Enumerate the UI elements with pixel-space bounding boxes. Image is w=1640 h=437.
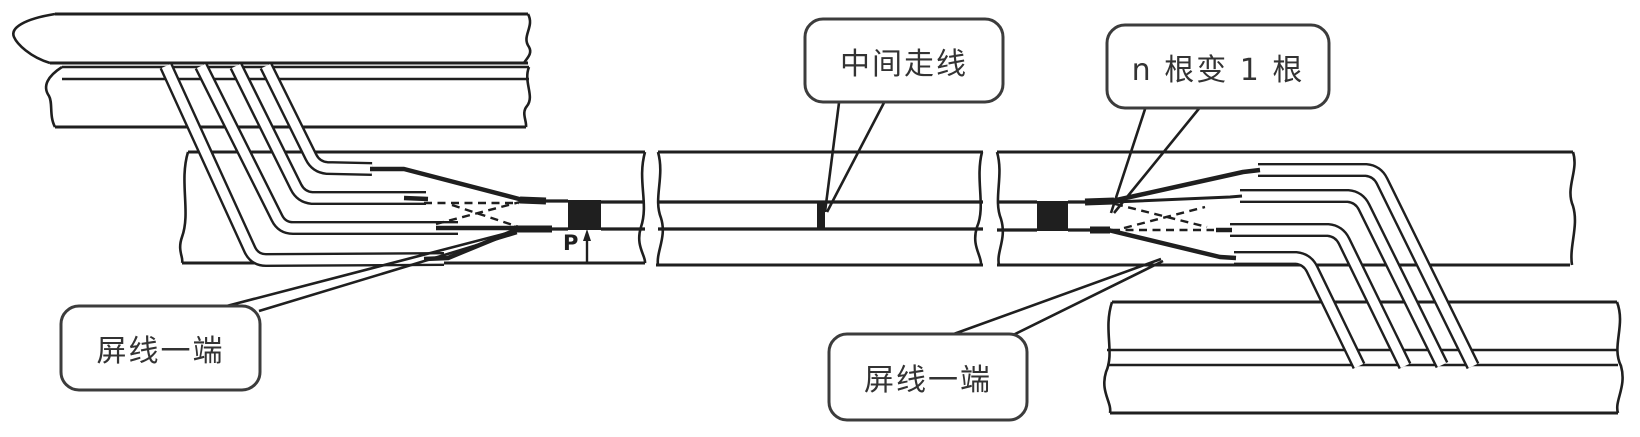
callout-tail [1112, 99, 1208, 214]
wire-ribbon-core [161, 64, 445, 265]
wire-ribbon-core [1234, 253, 1364, 369]
right-black-pad [1037, 201, 1068, 231]
torn-edge [1103, 301, 1114, 414]
torn-edge [178, 151, 190, 264]
wire-tip [1111, 167, 1261, 204]
torn-edge [656, 151, 665, 266]
torn-edge [1569, 151, 1577, 266]
torn-edge [12, 12, 56, 65]
wire-ribbon-core [196, 63, 458, 233]
callout-tail [258, 231, 518, 313]
junction-blob [1084, 197, 1115, 206]
callout-bubble-shield-end-right [827, 332, 1029, 422]
wire-tip [370, 166, 524, 203]
wire-ribbon-core [261, 63, 373, 174]
callout-tail [1000, 259, 1164, 343]
torn-edge [637, 151, 647, 264]
callout-tails [195, 94, 1208, 346]
torn-edge [995, 151, 1005, 266]
wire-ribbon-core [1258, 165, 1478, 369]
dashed-shield-link [1123, 205, 1206, 230]
callout-bubble-shield-end-left [59, 304, 262, 392]
torn-edge [523, 66, 532, 128]
callout-bubble-middle-routing [803, 17, 1005, 104]
torn-edge [44, 65, 63, 128]
dashed-shield-link [1114, 202, 1208, 229]
callout-tail [1109, 99, 1150, 214]
left-black-pad [568, 200, 601, 230]
middle-trace-mark [817, 201, 825, 230]
callout-bubble-n-to-one [1105, 23, 1331, 110]
junction-blob [519, 196, 547, 205]
wire-ribbon-core [231, 63, 426, 203]
right-wire-bundle [1230, 163, 1480, 370]
left-wire-bundle [159, 62, 458, 267]
wire-ribbon-core [1240, 191, 1447, 368]
torn-edge [1615, 301, 1624, 414]
callout-tail [925, 257, 1162, 346]
torn-edge [973, 151, 984, 266]
left-junction [370, 166, 645, 262]
callout-tail [195, 229, 516, 316]
callout-tail [825, 94, 890, 213]
callout-tail [823, 94, 842, 213]
wire-ribbon-core [1230, 225, 1410, 369]
wire-tip [1107, 227, 1237, 261]
right-junction [1107, 167, 1261, 261]
bottom-right-cable [1103, 300, 1624, 415]
wire-tip [1113, 194, 1243, 204]
p-arrowhead [583, 229, 591, 241]
dashed-shield-link [451, 203, 520, 229]
torn-edge [522, 13, 532, 64]
wire-tip [403, 195, 429, 202]
